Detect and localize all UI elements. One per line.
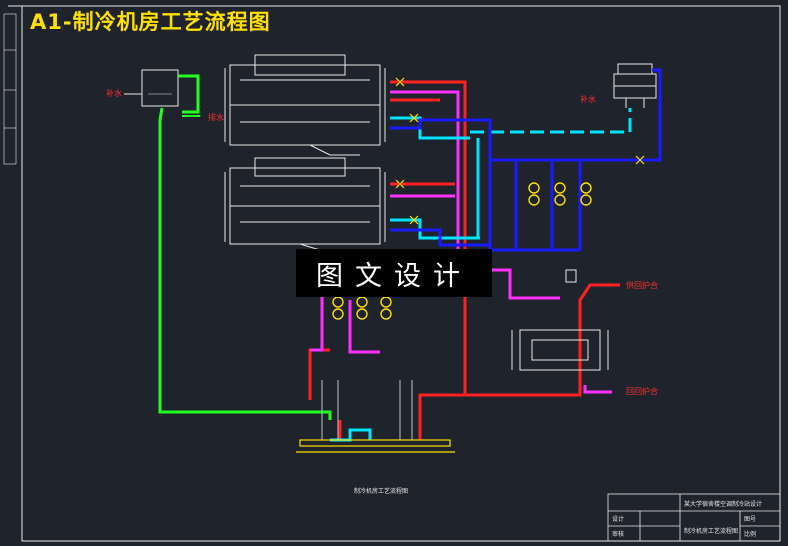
supply-to-use-label: 供回护合	[626, 281, 658, 290]
make-up-pipe-upper	[178, 74, 200, 114]
drawing-frame	[21, 5, 781, 542]
drawing-title: A1-制冷机房工艺流程图	[30, 10, 271, 34]
title-block-scale: 比例	[744, 531, 757, 538]
watermark-badge: 图文设计	[296, 249, 492, 297]
cooling-tower	[613, 63, 657, 108]
left-margin-block	[3, 13, 17, 165]
heat-exchanger	[511, 269, 609, 371]
make-up-pipe-main	[158, 107, 332, 420]
title-block-number: 图号	[744, 516, 757, 523]
chiller-unit-2	[224, 157, 386, 251]
title-block-designer: 设计	[612, 516, 625, 523]
tower-make-up-label: 补水	[580, 95, 596, 104]
diagram-caption: 制冷机房工艺流程图	[354, 488, 409, 495]
manifolds	[296, 439, 455, 453]
chiller-unit-1	[224, 54, 386, 156]
title-block-drawing-name: 制冷机房工艺流程图	[684, 528, 739, 535]
condenser-loop-pipes	[390, 68, 662, 252]
pumps	[332, 182, 592, 320]
return-from-use-label: 回回护合	[626, 387, 658, 396]
title-block	[607, 493, 781, 542]
drain-label: 排水	[208, 113, 224, 122]
title-block-project: 某大学宿舍楼空调制冷站设计	[684, 501, 763, 508]
chilled-return-pipes	[310, 90, 612, 394]
title-block-checker: 审核	[612, 531, 625, 538]
make-up-water-label: 补水	[106, 89, 122, 98]
valves	[395, 77, 645, 225]
branch-risers	[321, 380, 413, 440]
make-up-water-tank	[124, 69, 179, 107]
